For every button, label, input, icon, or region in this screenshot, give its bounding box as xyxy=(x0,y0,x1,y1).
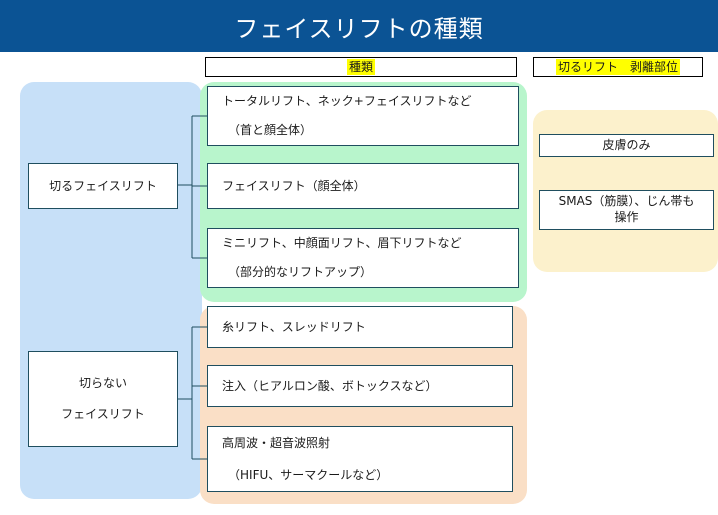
type-mini-lift-note: （部分的なリフトアップ） xyxy=(228,265,373,280)
site-smas-label-line2: 操作 xyxy=(614,210,639,224)
type-rf-ultrasound-box: 高周波・超音波照射 （HIFU、サーマクールなど） xyxy=(207,426,513,492)
type-rf-ultrasound-note: （HIFU、サーマクールなど） xyxy=(228,467,389,482)
cut-site-header-label: 切るリフト 剥離部位 xyxy=(555,59,680,75)
type-injection-label: 注入（ヒアルロン酸、ボトックスなど） xyxy=(222,378,438,393)
noncutting-facelift-box: 切らない フェイスリフト xyxy=(28,351,178,447)
type-thread-lift-label: 糸リフト、スレッドリフト xyxy=(222,319,366,334)
page-title: フェイスリフトの種類 xyxy=(234,14,484,43)
type-total-lift-label: トータルリフト、ネック+フェイスリフトなど xyxy=(222,94,472,109)
type-facelift-box: フェイスリフト（顔全体） xyxy=(207,163,519,209)
title-banner: フェイスリフトの種類 xyxy=(0,0,718,52)
type-mini-lift-label: ミニリフト、中顔面リフト、眉下リフトなど xyxy=(222,236,462,251)
site-skin-only-label: 皮膚のみ xyxy=(602,138,651,153)
type-rf-ultrasound-label: 高周波・超音波照射 xyxy=(222,435,331,450)
cutting-facelift-box: 切るフェイスリフト xyxy=(28,163,178,209)
noncutting-facelift-label-line2: フェイスリフト xyxy=(61,407,145,421)
type-facelift-label: フェイスリフト（顔全体） xyxy=(222,178,366,193)
cut-site-header: 切るリフト 剥離部位 xyxy=(533,57,703,77)
site-smas-box: SMAS（筋膜）、じん帯も 操作 xyxy=(539,190,714,230)
site-smas-label-line1: SMAS（筋膜）、じん帯も xyxy=(558,194,695,209)
type-thread-lift-box: 糸リフト、スレッドリフト xyxy=(207,306,513,348)
type-injection-box: 注入（ヒアルロン酸、ボトックスなど） xyxy=(207,365,513,407)
noncutting-facelift-label-line1: 切らない xyxy=(78,375,127,390)
type-total-lift-note: （首と顔全体） xyxy=(228,123,313,138)
types-header: 種類 xyxy=(205,57,517,77)
site-skin-only-box: 皮膚のみ xyxy=(539,134,714,157)
type-total-lift-box: トータルリフト、ネック+フェイスリフトなど （首と顔全体） xyxy=(207,86,519,146)
type-mini-lift-box: ミニリフト、中顔面リフト、眉下リフトなど （部分的なリフトアップ） xyxy=(207,228,519,288)
types-header-label: 種類 xyxy=(346,59,375,75)
cutting-facelift-label: 切るフェイスリフト xyxy=(49,178,157,193)
